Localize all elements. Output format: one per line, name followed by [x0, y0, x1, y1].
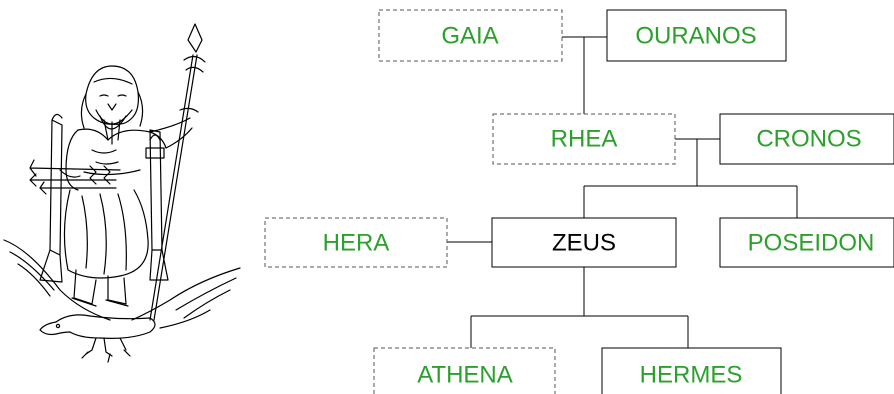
node-ouranos-label: OURANOS: [635, 22, 756, 49]
node-rhea-label: RHEA: [551, 125, 618, 152]
node-gaia: GAIA: [378, 9, 563, 62]
zeus-robe-icon: [63, 189, 149, 307]
node-hera-label: HERA: [323, 229, 390, 256]
eagle-icon: [3, 239, 241, 363]
sceptre-icon: [149, 23, 206, 321]
node-poseidon: POSEIDON: [719, 217, 894, 268]
node-poseidon-label: POSEIDON: [748, 229, 875, 256]
node-hera: HERA: [264, 217, 448, 268]
node-athena-label: ATHENA: [417, 361, 513, 388]
node-ouranos: OURANOS: [606, 9, 787, 62]
zeus-head-icon: [80, 65, 144, 145]
tree-connectors: [447, 36, 798, 348]
node-zeus: ZEUS: [491, 217, 677, 268]
node-athena: ATHENA: [373, 347, 556, 394]
zeus-illustration: [3, 23, 241, 363]
node-cronos-label: CRONOS: [756, 125, 861, 152]
node-zeus-label: ZEUS: [552, 229, 616, 256]
node-rhea: RHEA: [492, 113, 676, 165]
node-hermes-label: HERMES: [640, 361, 743, 388]
node-hermes: HERMES: [601, 347, 782, 394]
throne-icon: [39, 113, 169, 283]
node-gaia-label: GAIA: [441, 22, 498, 49]
node-cronos: CRONOS: [719, 113, 894, 165]
thunderbolt-icon: [29, 159, 121, 195]
zeus-body-icon: [59, 117, 193, 191]
